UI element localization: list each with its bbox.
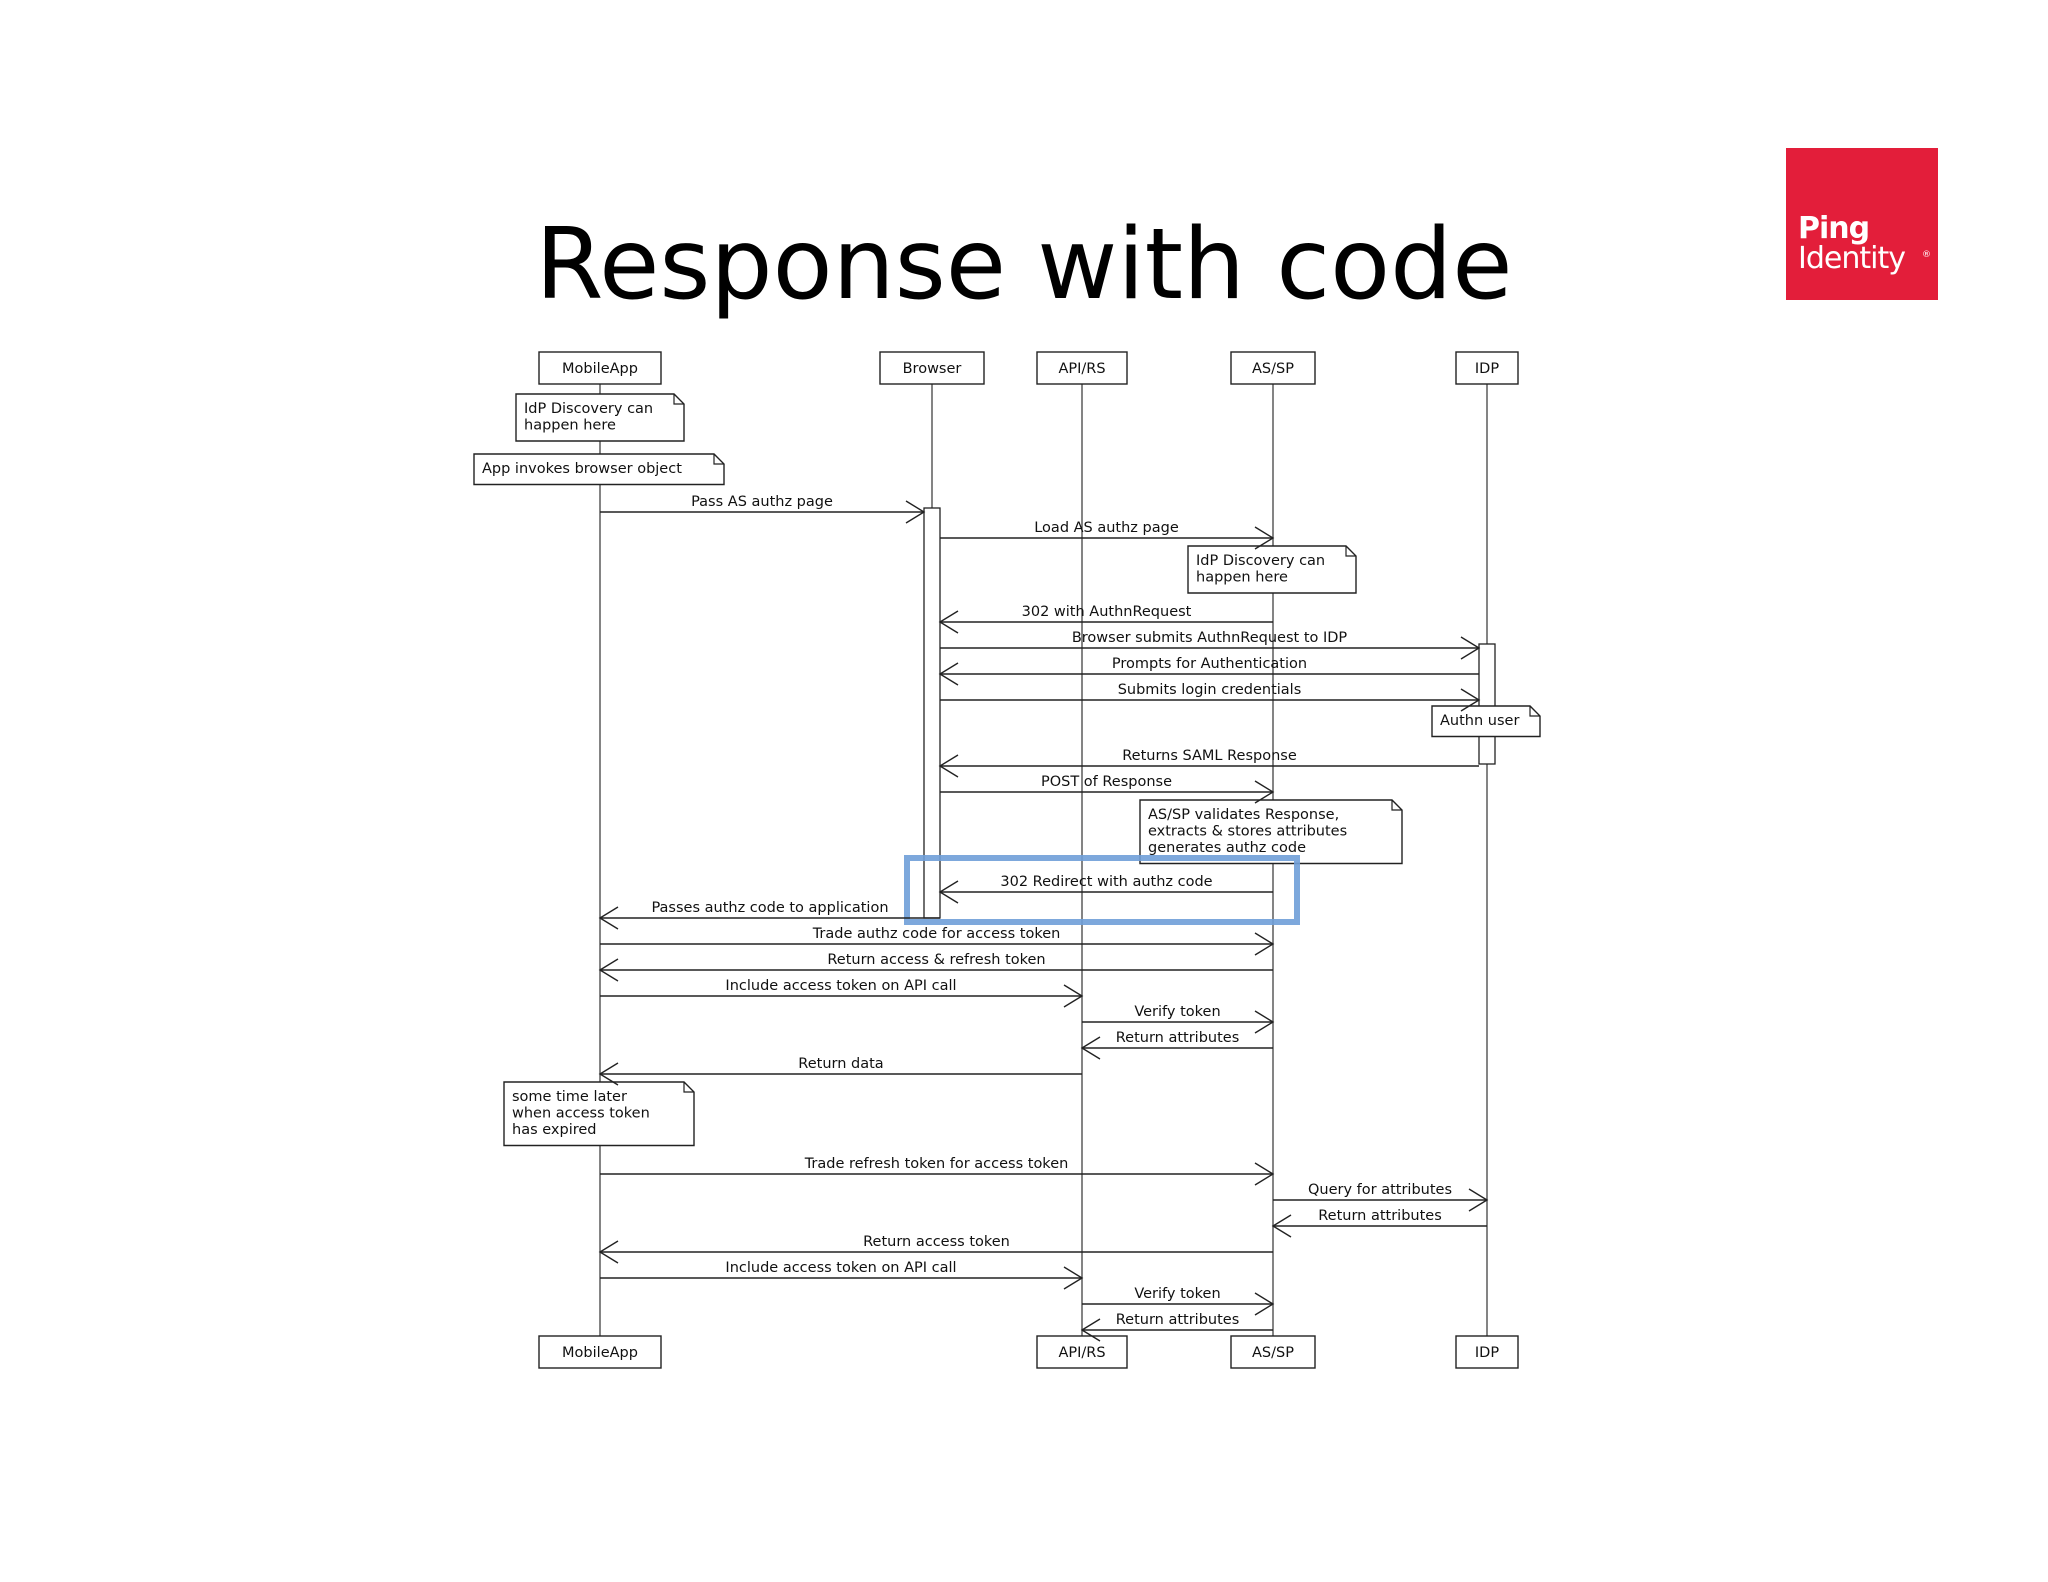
note-text: IdP Discovery can <box>524 401 653 417</box>
message-20: Return access token <box>598 1234 1273 1264</box>
message-label: Return attributes <box>1116 1312 1240 1328</box>
message-label: Include access token on API call <box>725 978 956 994</box>
actor-label: MobileApp <box>562 361 638 377</box>
actor-label: AS/SP <box>1252 361 1294 377</box>
message-label: Pass AS authz page <box>691 494 833 510</box>
message-10: Passes authz code to application <box>598 900 940 930</box>
logo-registered-mark: ® <box>1922 250 1931 260</box>
message-label: Returns SAML Response <box>1122 748 1297 764</box>
message-label: Verify token <box>1134 1286 1220 1302</box>
note-text: happen here <box>524 418 616 434</box>
message-label: Query for attributes <box>1308 1182 1452 1198</box>
actor-label: Browser <box>903 361 962 377</box>
note-text: has expired <box>512 1122 597 1138</box>
message-label: Browser submits AuthnRequest to IDP <box>1072 630 1348 646</box>
message-label: Verify token <box>1134 1004 1220 1020</box>
message-18: Query for attributes <box>1273 1182 1489 1212</box>
message-label: Return access token <box>863 1234 1010 1250</box>
logo-text-identity: Identity <box>1798 241 1906 276</box>
actor-label: IDP <box>1475 1345 1499 1361</box>
note-text: generates authz code <box>1148 840 1306 856</box>
actor-assp-bottom: AS/SP <box>1230 1335 1316 1369</box>
slide-title: Response with code <box>535 208 1513 322</box>
message-label: POST of Response <box>1041 774 1172 790</box>
message-label: Return attributes <box>1116 1030 1240 1046</box>
note-text: some time later <box>512 1089 627 1105</box>
message-label: Passes authz code to application <box>651 900 888 916</box>
ping-identity-logo: Ping Identity ® <box>1786 148 1938 300</box>
message-6: Submits login credentials <box>940 682 1481 712</box>
note-text: happen here <box>1196 570 1288 586</box>
note-text: Authn user <box>1440 713 1519 729</box>
message-21: Include access token on API call <box>600 1260 1084 1290</box>
message-label: Load AS authz page <box>1034 520 1179 536</box>
message-label: Prompts for Authentication <box>1112 656 1307 672</box>
message-13: Include access token on API call <box>600 978 1084 1008</box>
highlight-box <box>904 855 1300 925</box>
actor-label: API/RS <box>1058 1345 1105 1361</box>
note-n3: IdP Discovery can happen here <box>1187 545 1357 594</box>
actor-api-top: API/RS <box>1036 351 1128 385</box>
message-11: Trade authz code for access token <box>600 926 1275 956</box>
message-label: Return data <box>798 1056 883 1072</box>
message-23: Return attributes <box>1080 1312 1273 1342</box>
message-17: Trade refresh token for access token <box>600 1156 1275 1186</box>
message-1: Pass AS authz page <box>600 494 926 524</box>
note-text: App invokes browser object <box>482 461 682 477</box>
note-n4: Authn user <box>1431 705 1541 738</box>
message-label: Include access token on API call <box>725 1260 956 1276</box>
message-14: Verify token <box>1082 1004 1275 1034</box>
note-text: extracts & stores attributes <box>1148 824 1347 840</box>
message-7: Returns SAML Response <box>938 748 1479 778</box>
message-9: 302 Redirect with authz code <box>904 855 1300 925</box>
message-4: Browser submits AuthnRequest to IDP <box>940 630 1481 660</box>
note-text: IdP Discovery can <box>1196 553 1325 569</box>
message-3: 302 with AuthnRequest <box>938 604 1273 634</box>
actor-api-bottom: API/RS <box>1036 1335 1128 1369</box>
message-15: Return attributes <box>1080 1030 1273 1060</box>
message-label: Return attributes <box>1318 1208 1442 1224</box>
message-19: Return attributes <box>1271 1208 1487 1238</box>
actor-mobile-top: MobileApp <box>538 351 662 385</box>
message-label: Return access & refresh token <box>827 952 1045 968</box>
note-n5: AS/SP validates Response, extracts & sto… <box>1139 799 1403 865</box>
note-text: when access token <box>512 1106 650 1122</box>
message-5: Prompts for Authentication <box>938 656 1479 686</box>
message-12: Return access & refresh token <box>598 952 1273 982</box>
message-label: Submits login credentials <box>1118 682 1302 698</box>
note-n1: IdP Discovery can happen here <box>515 393 685 442</box>
actor-idp-top: IDP <box>1455 351 1519 385</box>
actor-assp-top: AS/SP <box>1230 351 1316 385</box>
message-label: 302 Redirect with authz code <box>1000 874 1212 890</box>
message-8: POST of Response <box>940 774 1275 804</box>
actor-idp-bottom: IDP <box>1455 1335 1519 1369</box>
logo-text-ping: Ping <box>1798 211 1870 246</box>
actor-mobile-bottom: MobileApp <box>538 1335 662 1369</box>
note-n2: App invokes browser object <box>473 453 725 486</box>
actor-label: IDP <box>1475 361 1499 377</box>
actor-label: MobileApp <box>562 1345 638 1361</box>
actor-label: AS/SP <box>1252 1345 1294 1361</box>
note-n6: some time later when access token has ex… <box>503 1081 695 1147</box>
message-label: 302 with AuthnRequest <box>1022 604 1192 620</box>
message-label: Trade refresh token for access token <box>804 1156 1069 1172</box>
message-2: Load AS authz page <box>940 520 1275 550</box>
actor-label: API/RS <box>1058 361 1105 377</box>
message-label: Trade authz code for access token <box>812 926 1061 942</box>
message-16: Return data <box>598 1056 1082 1086</box>
activation-bar-idp <box>1478 643 1496 765</box>
message-22: Verify token <box>1082 1286 1275 1316</box>
note-text: AS/SP validates Response, <box>1148 807 1339 823</box>
actor-browser-top: Browser <box>879 351 985 385</box>
